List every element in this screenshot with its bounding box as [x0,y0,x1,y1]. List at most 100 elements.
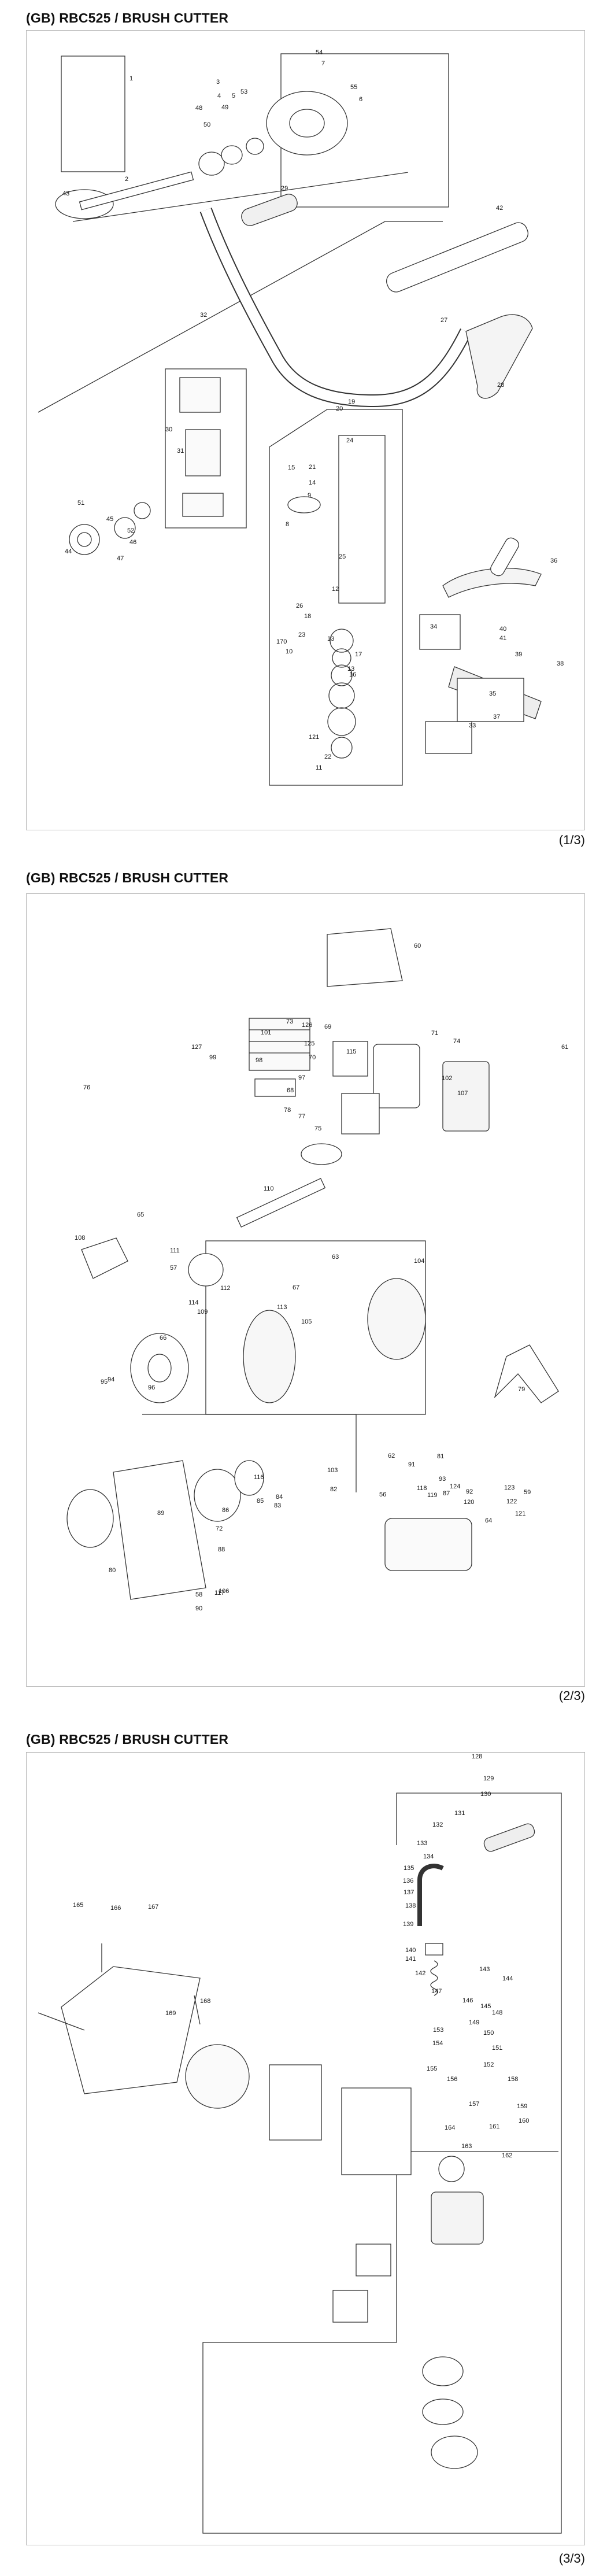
callout-label: 139 [403,1921,413,1928]
callout-label: 79 [518,1386,525,1393]
callout-label: 104 [414,1258,424,1265]
callout-label: 88 [218,1546,225,1553]
callout-label: 137 [404,1889,414,1896]
callout-label: 74 [453,1038,460,1045]
callout-label: 52 [127,527,134,534]
callout-label: 125 [304,1040,314,1047]
callout-label: 147 [431,1988,442,1995]
callout-label: 10 [286,648,293,655]
callout-label: 49 [221,104,228,111]
callout-label: 70 [309,1054,316,1061]
callout-label: 90 [195,1605,202,1612]
callout-label: 166 [110,1905,121,1912]
page-number-1: (1/3) [558,833,585,847]
callout-label: 45 [106,516,113,523]
callout-label: 20 [336,405,343,412]
callout-label: 118 [417,1485,427,1492]
callout-label: 95 [101,1378,108,1385]
callout-label: 42 [496,205,503,212]
page-number-3: (3/3) [558,2551,585,2566]
callout-label: 14 [309,479,316,486]
callout-label: 40 [499,626,506,633]
callout-label: 157 [469,2101,479,2108]
callout-label: 26 [296,603,303,609]
callout-label: 19 [348,398,355,405]
callout-label: 142 [415,1970,425,1977]
callout-label: 4 [217,93,221,99]
callout-label: 146 [462,1997,473,2004]
callout-label: 112 [220,1285,231,1292]
callout-label: 135 [404,1865,414,1872]
callout-label: 165 [73,1902,83,1909]
callout-label: 130 [480,1791,491,1798]
callout-label: 64 [485,1517,492,1524]
callout-label: 35 [489,690,496,697]
callout-label: 58 [195,1591,202,1598]
callout-label: 102 [442,1075,452,1082]
callout-label: 161 [489,2123,499,2130]
callout-label: 17 [355,651,362,658]
callout-label: 101 [261,1029,271,1036]
callout-label: 75 [314,1125,321,1132]
callout-label: 72 [216,1525,223,1532]
callout-label: 156 [447,2076,457,2083]
callout-label: 105 [301,1318,312,1325]
callout-label: 30 [165,426,172,433]
callout-label: 145 [480,2003,491,2010]
callout-label: 110 [264,1185,274,1192]
callout-label: 61 [561,1044,568,1051]
callout-label: 93 [439,1476,446,1483]
callout-label: 87 [443,1490,450,1497]
callout-label: 133 [417,1840,427,1847]
page-title-3: (GB) RBC525 / BRUSH CUTTER [26,1732,229,1747]
callout-label: 113 [277,1304,287,1311]
callout-label: 2 [125,176,128,183]
callout-label: 48 [195,105,202,112]
callout-label: 55 [350,84,357,91]
callout-label: 94 [108,1376,114,1383]
callout-label: 27 [441,317,447,324]
callout-label: 116 [254,1474,264,1481]
page-number-2: (2/3) [558,1688,585,1703]
callout-label: 154 [432,2040,443,2047]
callout-label: 155 [427,2065,437,2072]
callout-label: 108 [75,1235,85,1241]
callout-label: 32 [200,312,207,319]
callout-label: 6 [359,96,362,103]
callout-label: 124 [450,1483,460,1490]
callout-label: 97 [298,1074,305,1081]
callout-label: 41 [499,635,506,642]
callout-label: 7 [321,60,325,67]
callout-label: 117 [214,1590,225,1596]
callout-label: 8 [286,521,289,528]
callout-label: 92 [466,1488,473,1495]
callout-label: 150 [483,2030,494,2037]
callout-label: 54 [316,49,323,56]
callout-label: 56 [379,1491,386,1498]
callout-label: 152 [483,2061,494,2068]
callout-label: 136 [403,1878,413,1884]
callout-label: 11 [316,764,322,771]
callout-label: 84 [276,1494,283,1500]
callout-label: 107 [457,1090,468,1097]
callout-label: 160 [519,2117,529,2124]
callout-label: 25 [339,553,346,560]
callout-label: 44 [65,548,72,555]
callout-label: 29 [281,185,288,192]
callout-label: 22 [324,753,331,760]
callout-label: 28 [497,382,504,389]
callout-label: 78 [284,1107,291,1114]
callout-label: 119 [427,1492,438,1499]
callout-label: 38 [557,660,564,667]
callout-label: 62 [388,1453,395,1459]
callout-label: 162 [502,2152,512,2159]
callout-label: 63 [332,1254,339,1261]
callout-label: 98 [256,1057,262,1064]
callout-label: 33 [469,722,476,729]
callout-label: 168 [200,1998,210,2005]
callout-label: 73 [286,1018,293,1025]
callout-label: 115 [346,1048,357,1055]
callout-label: 167 [148,1904,158,1910]
